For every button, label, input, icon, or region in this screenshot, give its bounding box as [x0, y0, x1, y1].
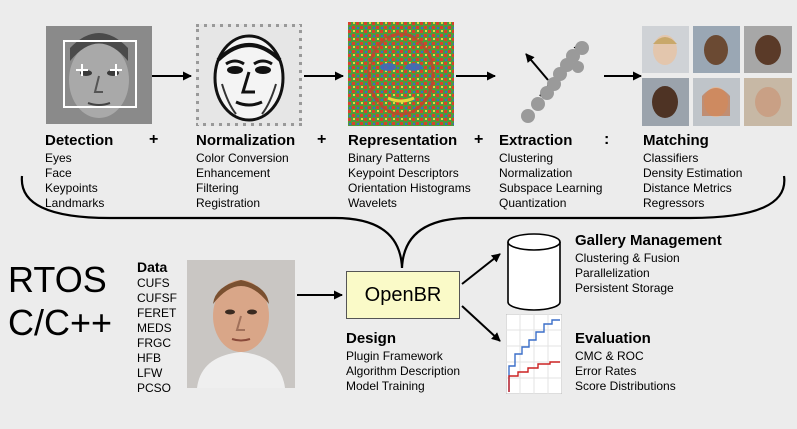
stage-list-matching: Classifiers Density Estimation Distance … — [643, 151, 742, 211]
list-item: Algorithm Description — [346, 364, 461, 378]
stage-list-extraction: Clustering Normalization Subspace Learni… — [499, 151, 602, 211]
list-item: Plugin Framework — [346, 349, 443, 363]
scatter-plot-icon — [500, 22, 604, 128]
list-item: Subspace Learning — [499, 181, 603, 195]
list-item: Keypoint Descriptors — [348, 166, 459, 180]
list-item: PCSO — [137, 381, 172, 395]
list-item: Binary Patterns — [348, 151, 431, 165]
database-cylinder-icon — [505, 232, 563, 312]
list-item: Color Conversion — [196, 151, 289, 165]
list-item: FERET — [137, 306, 177, 320]
dataset-face-photo — [187, 260, 295, 388]
list-item: Landmarks — [45, 196, 105, 210]
design-title: Design — [346, 330, 397, 347]
stage-list-representation: Binary Patterns Keypoint Descriptors Ori… — [348, 151, 471, 211]
feature-map-image — [348, 22, 454, 126]
list-item: CUFS — [137, 276, 170, 290]
list-item: Clustering — [499, 151, 554, 165]
list-item: Eyes — [45, 151, 72, 165]
list-item: Persistent Storage — [575, 281, 674, 295]
list-item: Orientation Histograms — [348, 181, 471, 195]
list-item: Score Distributions — [575, 379, 676, 393]
operator-colon: : — [604, 131, 610, 148]
list-item: Registration — [196, 196, 261, 210]
data-title: Data — [137, 259, 168, 275]
list-item: Error Rates — [575, 364, 637, 378]
list-item: Quantization — [499, 196, 567, 210]
operator-plus: + — [474, 131, 484, 148]
gallery-faces-image — [642, 26, 792, 126]
stage-title-matching: Matching — [643, 132, 709, 149]
stage-list-normalization: Color Conversion Enhancement Filtering R… — [196, 151, 289, 211]
stage-title-detection: Detection — [45, 132, 114, 149]
evaluation-list: CMC & ROC Error Rates Score Distribution… — [575, 349, 676, 394]
list-item: LFW — [137, 366, 163, 380]
list-item: CUFSF — [137, 291, 177, 305]
list-item: Parallelization — [575, 266, 650, 280]
list-item: Distance Metrics — [643, 181, 732, 195]
list-item: MEDS — [137, 321, 172, 335]
roc-curve-icon — [506, 314, 562, 394]
stage-title-extraction: Extraction — [499, 132, 573, 149]
list-item: Clustering & Fusion — [575, 251, 680, 265]
face-detection-image — [46, 26, 152, 124]
stage-title-normalization: Normalization — [196, 132, 296, 149]
list-item: Face — [45, 166, 72, 180]
normalized-face-image — [196, 24, 302, 126]
operator-plus: + — [317, 131, 327, 148]
openbr-hub: OpenBR — [346, 271, 460, 319]
list-item: Normalization — [499, 166, 573, 180]
list-item: Wavelets — [348, 196, 397, 210]
gallery-list: Clustering & Fusion Parallelization Pers… — [575, 251, 680, 296]
arrow-openbr-evaluation — [461, 305, 501, 342]
stage-title-representation: Representation — [348, 132, 458, 149]
list-item: Keypoints — [45, 181, 98, 195]
list-item: Density Estimation — [643, 166, 743, 180]
list-item: Classifiers — [643, 151, 699, 165]
list-item: Model Training — [346, 379, 425, 393]
list-item: Regressors — [643, 196, 705, 210]
list-item: HFB — [137, 351, 161, 365]
arrow-openbr-gallery — [461, 253, 501, 285]
stages-brace — [20, 175, 786, 269]
design-list: Plugin Framework Algorithm Description M… — [346, 349, 460, 394]
gallery-title: Gallery Management — [575, 232, 722, 249]
stage-list-detection: Eyes Face Keypoints Landmarks — [45, 151, 104, 211]
operator-plus: + — [149, 131, 159, 148]
platform-cpp: C/C++ — [8, 302, 113, 343]
list-item: Filtering — [196, 181, 239, 195]
list-item: FRGC — [137, 336, 171, 350]
evaluation-title: Evaluation — [575, 330, 651, 347]
data-list: CUFS CUFSF FERET MEDS FRGC HFB LFW PCSO — [137, 276, 177, 396]
platform-rtos: RTOS — [8, 259, 107, 300]
list-item: Enhancement — [196, 166, 271, 180]
list-item: CMC & ROC — [575, 349, 644, 363]
